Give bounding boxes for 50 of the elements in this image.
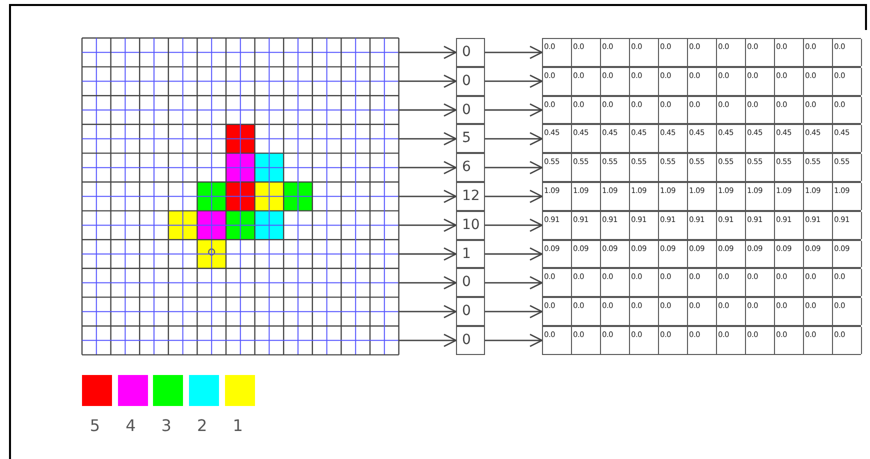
arrow <box>485 160 543 174</box>
legend-label: 1 <box>232 416 244 435</box>
table-row <box>542 124 861 154</box>
arrow <box>485 304 543 318</box>
arrow <box>398 304 457 318</box>
arrow <box>485 132 543 146</box>
arrow <box>485 74 543 88</box>
arrow <box>398 247 457 261</box>
count-box: 10 <box>456 210 485 240</box>
table-row <box>542 96 861 124</box>
table-row <box>542 326 861 355</box>
arrow <box>398 190 457 204</box>
arrow <box>398 46 457 60</box>
arrow <box>485 190 543 204</box>
count-box: 0 <box>456 38 485 67</box>
arrow <box>398 160 457 174</box>
arrow <box>398 132 457 146</box>
legend-label: 4 <box>124 416 137 435</box>
count-box: 0 <box>456 66 485 96</box>
count-box: 0 <box>456 268 485 298</box>
count-box: 12 <box>456 182 485 211</box>
table-row <box>542 38 861 67</box>
table-row <box>542 297 861 326</box>
arrow <box>485 46 543 60</box>
arrow <box>398 334 457 348</box>
legend-label: 2 <box>196 416 208 435</box>
legend-label: 5 <box>88 416 102 435</box>
arrow <box>485 247 543 261</box>
arrow <box>485 218 543 232</box>
legend-label: 3 <box>160 416 172 435</box>
count-box: 0 <box>456 96 485 124</box>
arrow <box>485 276 543 290</box>
count-box: 5 <box>456 124 485 154</box>
arrow <box>398 276 457 290</box>
arrow <box>485 103 543 117</box>
table-row <box>542 153 861 182</box>
table-row <box>542 240 861 268</box>
table-row <box>542 268 861 298</box>
arrow <box>398 74 457 88</box>
grid-drawing <box>81 37 400 356</box>
arrow <box>485 334 543 348</box>
arrow <box>398 218 457 232</box>
count-box: 1 <box>456 240 485 268</box>
table-row <box>542 182 861 211</box>
arrow <box>398 103 457 117</box>
count-box: 0 <box>456 297 485 326</box>
table-row <box>542 210 861 240</box>
table-row <box>542 66 861 96</box>
count-box: 0 <box>456 326 485 355</box>
count-box: 6 <box>456 153 485 182</box>
